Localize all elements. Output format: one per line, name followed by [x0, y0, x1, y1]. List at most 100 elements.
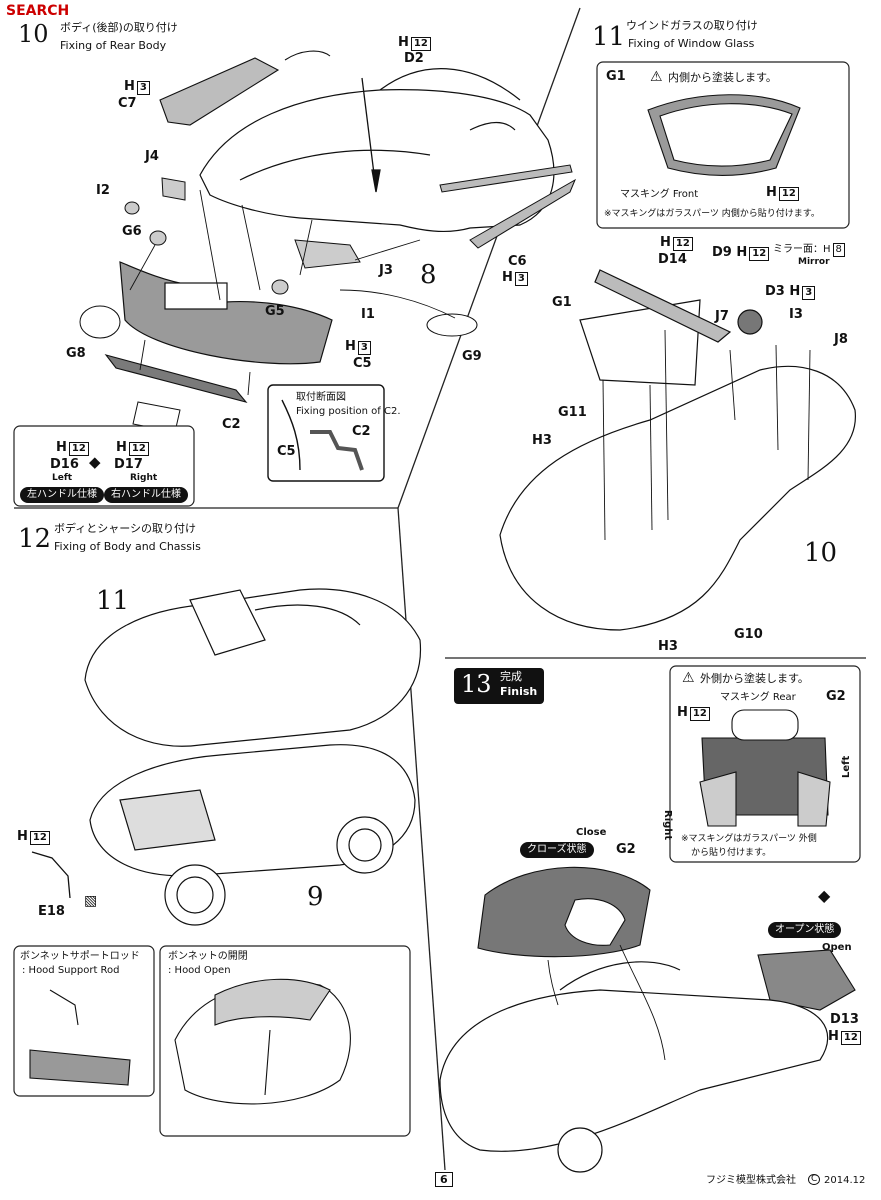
- glass-warning: 内側から塗装します。: [668, 71, 777, 84]
- rear-right-label: Right: [662, 810, 673, 841]
- rear-note-2: から貼り付けます。: [691, 848, 772, 858]
- part-c2: [104, 354, 248, 403]
- rear-body-number: 8: [420, 260, 437, 290]
- label-j8: J8: [834, 332, 848, 347]
- rear-body-8: [199, 68, 555, 233]
- chassis-9-number: 9: [307, 882, 324, 912]
- step10-number: 10: [18, 20, 49, 48]
- label-d14: D14: [658, 252, 687, 267]
- glass-note: ※マスキングはガラスパーツ 内側から貼り付けます。: [604, 209, 820, 219]
- plate-right-label: Right: [130, 473, 158, 483]
- step11-title-en: Fixing of Window Glass: [628, 37, 755, 50]
- label-h3-b: H3: [658, 639, 678, 654]
- label-g8: G8: [66, 346, 86, 361]
- rear-masking: マスキング Rear: [720, 692, 796, 703]
- open-label-en: Open: [822, 942, 852, 953]
- open-state-badge: オープン状態: [768, 922, 842, 938]
- label-c7: C7: [118, 96, 137, 111]
- step13-title-jp: 完成: [500, 670, 522, 683]
- front-rear-icon: ◆: [818, 886, 831, 905]
- left-right-icon: ◆: [89, 453, 101, 471]
- rod-detail-drawing: [29, 978, 351, 1105]
- watermark: SEARCH: [6, 3, 70, 19]
- hood-open-title-en: : Hood Open: [168, 965, 231, 976]
- label-g9: G9: [462, 349, 482, 364]
- step10-title-en: Fixing of Rear Body: [60, 39, 167, 52]
- section-label-c2: C2: [352, 424, 371, 439]
- close-state-badge: クローズ状態: [520, 842, 594, 858]
- body-11-number: 11: [96, 586, 130, 616]
- antenna-d2: [361, 77, 381, 193]
- footer-date: 2014.12: [824, 1175, 866, 1186]
- car-body-10: [499, 269, 856, 631]
- label-g10: G10: [734, 627, 763, 642]
- label-j4: J4: [145, 149, 159, 164]
- step10-title-jp: ボディ(後部)の取り付け: [60, 21, 178, 34]
- hood-rod-icon: ▧: [84, 893, 98, 909]
- left-spec-badge: 左ハンドル仕様: [20, 487, 104, 503]
- label-j3: J3: [379, 263, 393, 278]
- step13-title-en: Finish: [500, 685, 538, 698]
- assembly-lines-10: [129, 189, 456, 396]
- close-g2: G2: [616, 842, 636, 857]
- label-i3: I3: [789, 307, 803, 322]
- top-open-d13: [757, 949, 856, 1011]
- step12-title-jp: ボディとシャーシの取り付け: [54, 522, 197, 535]
- panel-dividers: [14, 7, 866, 1171]
- glass-masking: マスキング Front: [620, 189, 699, 200]
- step12-number: 12: [18, 524, 52, 554]
- step11-title-jp: ウインドガラスの取り付け: [626, 19, 758, 32]
- label-g11: G11: [558, 405, 587, 420]
- assembly-lines-11: [602, 329, 811, 541]
- warning-icon: ⚠: [650, 69, 663, 85]
- glass-label-g1: G1: [606, 69, 626, 84]
- section-diagram-c2: [267, 384, 385, 482]
- rear-note-1: ※マスキングはガラスパーツ 外側: [681, 834, 817, 844]
- label-g5: G5: [265, 304, 285, 319]
- rear-warning: 外側から塗装します。: [700, 672, 809, 685]
- rod-title-jp: ボンネットサポートロッド: [20, 951, 140, 962]
- part-c7: [159, 50, 331, 126]
- step12-title-en: Fixing of Body and Chassis: [54, 540, 201, 553]
- section-title-jp: 取付断面図: [296, 392, 346, 403]
- label-c2: C2: [222, 417, 241, 432]
- soft-top-g2: [699, 709, 831, 827]
- close-label-en: Close: [576, 827, 607, 838]
- label-j7: J7: [715, 309, 729, 324]
- hood-rod-e18: [31, 851, 71, 899]
- body-10-number: 10: [804, 538, 838, 568]
- finished-car: [439, 961, 829, 1173]
- body-11: [84, 588, 422, 747]
- hood-open-title-jp: ボンネットの開閉: [168, 951, 248, 962]
- rear-left-label: Left: [841, 755, 852, 778]
- mirror-label: Mirror: [798, 257, 830, 267]
- rear-warning-icon: ⚠: [682, 670, 695, 686]
- arrows-13: [547, 944, 666, 1061]
- footer-copyright: C: [808, 1174, 821, 1185]
- page-number: 6: [435, 1172, 453, 1187]
- plate-left-label: Left: [52, 473, 73, 483]
- plate-d17: D17: [114, 457, 143, 472]
- label-c6: C6: [508, 254, 527, 269]
- windshield-g1: [647, 94, 801, 176]
- label-c5: C5: [353, 356, 372, 371]
- label-d13: D13: [830, 1012, 859, 1027]
- step13-badge: [454, 668, 544, 704]
- label-g6: G6: [122, 224, 142, 239]
- label-d2: D2: [404, 51, 424, 66]
- rod-title-en: : Hood Support Rod: [22, 965, 120, 976]
- label-h3-a: H3: [532, 433, 552, 448]
